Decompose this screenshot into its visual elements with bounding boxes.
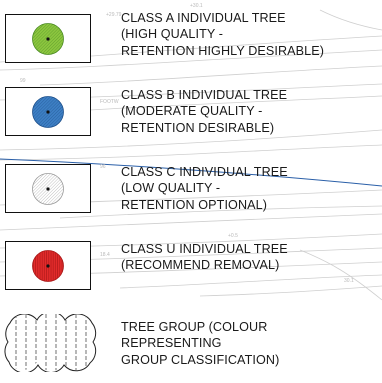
class-u-tree-icon <box>32 250 64 282</box>
contour-line <box>0 49 382 71</box>
contour-line <box>319 9 382 31</box>
map-label: 30.1 <box>344 278 354 284</box>
map-label: +30.1 <box>190 3 203 9</box>
map-label: 18.4 <box>100 252 110 258</box>
class-c-symbol-box <box>5 164 91 213</box>
tree-group-icon <box>4 314 97 372</box>
map-label: FOOTW <box>100 99 119 105</box>
contour-line <box>59 205 382 219</box>
map-label: 96 <box>100 164 106 170</box>
contour-line <box>89 95 382 111</box>
class-u-symbol-box <box>5 241 91 290</box>
map-label: +0.5 <box>228 233 238 239</box>
contour-line <box>0 144 382 161</box>
contour-line <box>299 249 382 301</box>
boundary-line <box>0 158 382 187</box>
contour-line <box>0 129 382 151</box>
tree-group-label: TREE GROUP (COLOUR REPRESENTING GROUP CL… <box>121 320 280 367</box>
class-b-symbol-box <box>5 87 91 136</box>
map-label: 99 <box>20 78 26 84</box>
class-a-label: CLASS A INDIVIDUAL TREE (HIGH QUALITY - … <box>121 11 325 58</box>
class-a-symbol-box <box>5 14 91 63</box>
contour-line <box>39 65 382 86</box>
contour-line <box>119 274 382 289</box>
map-label: +29.79 <box>106 12 122 18</box>
class-u-label: CLASS U INDIVIDUAL TREE (RECOMMEND REMOV… <box>121 242 288 273</box>
class-c-label: CLASS C INDIVIDUAL TREE (LOW QUALITY - R… <box>121 165 288 212</box>
class-a-tree-icon <box>32 23 64 55</box>
class-c-tree-icon <box>32 173 64 205</box>
class-b-tree-icon <box>32 96 64 128</box>
contour-line <box>0 213 382 231</box>
contour-line <box>199 285 382 297</box>
class-b-label: CLASS B INDIVIDUAL TREE (MODERATE QUALIT… <box>121 88 288 135</box>
